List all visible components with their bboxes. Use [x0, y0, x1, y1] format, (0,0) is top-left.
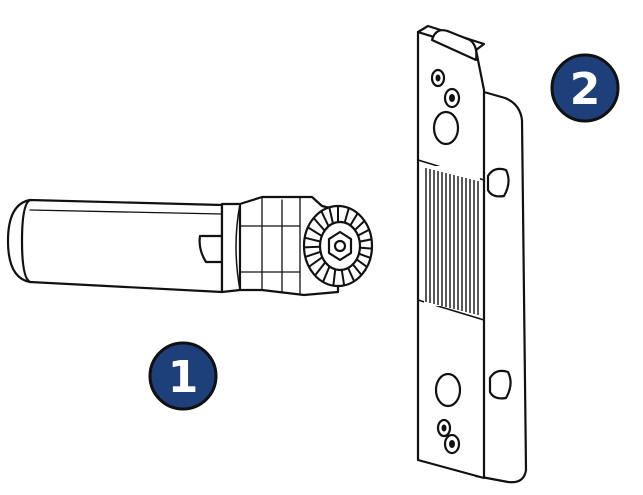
barrel-tab — [198, 234, 224, 264]
plate-hole-upper — [432, 110, 460, 146]
part-1-badge-circle — [148, 341, 218, 411]
part-2-badge: 2 — [550, 53, 620, 123]
part-2-strike-plate — [416, 24, 528, 484]
part-2-number: 2 — [570, 64, 601, 115]
part-2-badge-circle — [550, 53, 620, 123]
barrel-end-cap — [20, 198, 32, 284]
part-1-number: 1 — [168, 352, 199, 403]
plate-side-slot-top — [486, 167, 510, 198]
plate-side-slot-bottom — [488, 369, 512, 400]
part-1-badge: 1 — [148, 341, 218, 411]
plate-recess-hatching — [424, 166, 480, 315]
plate-top-tab — [430, 29, 478, 62]
plate-hole-lower — [434, 372, 462, 408]
